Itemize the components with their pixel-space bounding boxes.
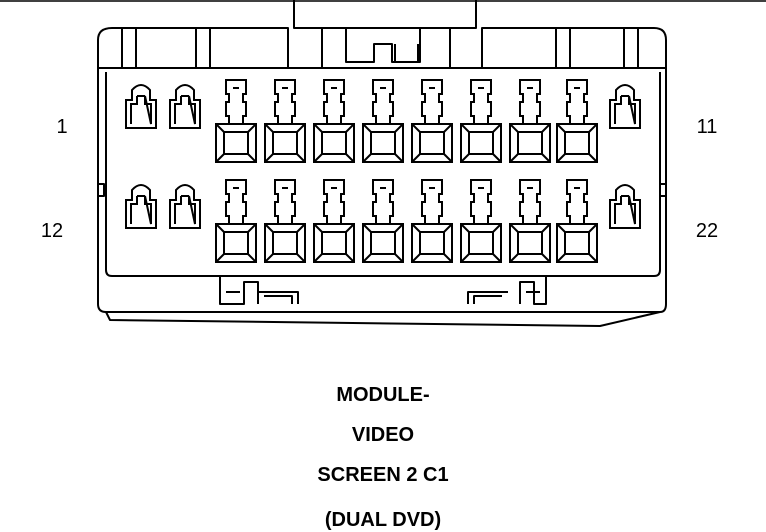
terminal-cavity [411,79,453,163]
terminal-cavity [313,179,355,263]
terminal-cavity [362,79,404,163]
caption-line-3: SCREEN 2 C1 [317,464,449,486]
terminal-cavity [509,179,551,263]
terminal-cavity [264,179,306,263]
caption-line-1: MODULE- [336,384,430,406]
latch-cavity [125,184,157,229]
terminal-cavity [362,179,404,263]
latch-cavity [609,184,641,229]
latch-cavity [169,184,201,229]
caption-line-4: (DUAL DVD) [324,509,442,531]
terminal-cavity [556,79,598,163]
terminal-cavity [215,79,257,163]
caption-line-2: VIDEO [351,424,415,446]
terminal-cavity [313,79,355,163]
pin-label-12: 12 [41,220,63,242]
latch-cavity [609,84,641,129]
terminal-cavity [215,179,257,263]
terminal-cavity [556,179,598,263]
terminal-cavity [509,79,551,163]
latch-cavity [125,84,157,129]
terminal-cavity [411,179,453,263]
pin-label-1: 1 [56,116,67,138]
connector-housing [97,0,667,327]
pin-label-22: 22 [696,220,718,242]
terminal-cavity [460,79,502,163]
terminal-cavity [460,179,502,263]
latch-cavity [169,84,201,129]
connector-cavities [125,79,641,263]
pin-label-11: 11 [697,116,718,138]
terminal-cavity [264,79,306,163]
